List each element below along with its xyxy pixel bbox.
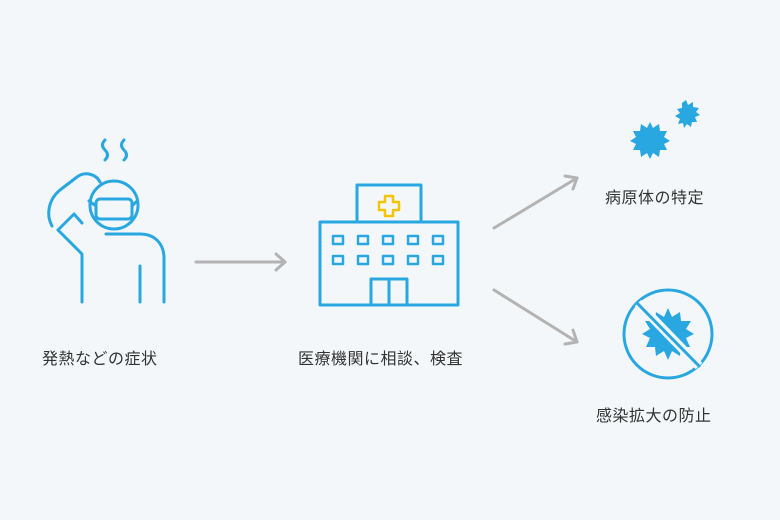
heat-wave-right-icon	[120, 138, 128, 162]
head-icon	[88, 179, 140, 231]
arrow-to-prevent	[492, 288, 579, 346]
outcome-identify-label: 病原体の特定	[605, 188, 705, 207]
virus-small	[675, 100, 700, 128]
raised-arm-icon	[47, 172, 102, 228]
heat-wave-left-icon	[101, 138, 109, 162]
torso-icon	[56, 228, 166, 304]
hospital-cross-icon	[377, 194, 401, 218]
step-symptom-label: 発熱などの症状	[42, 349, 158, 368]
virus-icon	[630, 100, 700, 159]
arrow-to-identify	[492, 174, 579, 230]
fevered-person-with-mask-icon	[47, 138, 166, 304]
outcome-prevent-label: 感染拡大の防止	[596, 406, 712, 425]
hospital-windows	[331, 234, 445, 266]
no-virus-icon	[622, 288, 714, 380]
step-consult-label: 医療機関に相談、検査	[298, 349, 464, 368]
virus-large	[630, 122, 670, 159]
hospital-icon	[318, 183, 460, 307]
arrow-to-hospital	[194, 252, 287, 272]
mask-icon	[94, 197, 134, 221]
